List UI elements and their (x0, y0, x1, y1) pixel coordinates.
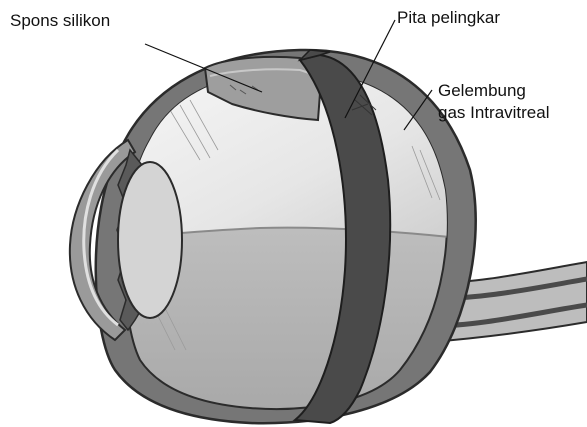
label-gas-bubble-line1: Gelembung (438, 81, 526, 100)
lens (118, 162, 182, 318)
label-encircling-band: Pita pelingkar (397, 8, 500, 27)
label-gas-bubble-line2: gas Intravitreal (438, 103, 550, 122)
label-silicone-sponge: Spons silikon (10, 11, 110, 30)
